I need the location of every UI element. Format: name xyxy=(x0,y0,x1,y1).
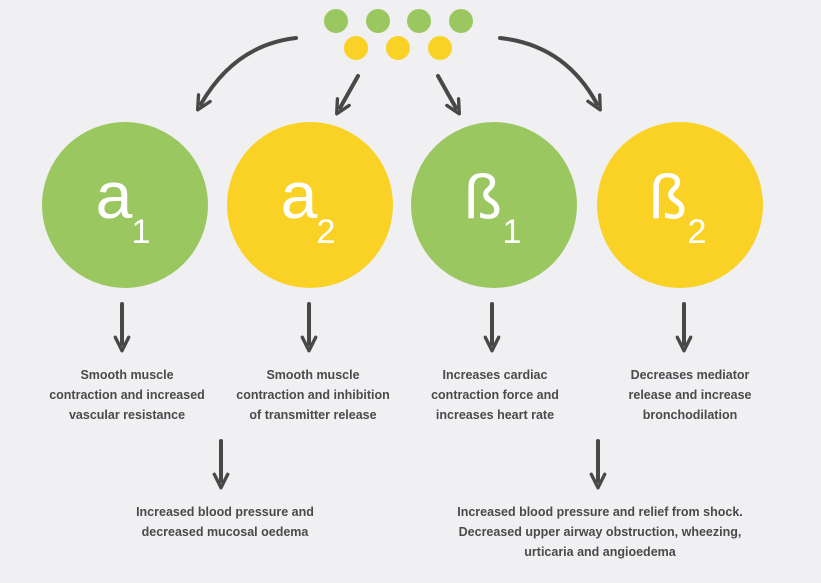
effect-text-a2: Smooth muscle contraction and inhibition… xyxy=(236,368,390,422)
receptor-a2-circle xyxy=(227,122,393,288)
ligand-dot-green xyxy=(407,9,431,33)
receptor-b2-letter: ß xyxy=(649,163,687,232)
outcome-text-alpha: Increased blood pressure and decreased m… xyxy=(136,505,314,539)
ligand-dot-yellow xyxy=(428,36,452,60)
effect-arrows xyxy=(113,302,693,490)
receptor-a1-letter: a xyxy=(96,158,133,232)
receptor-a2-subscript: 2 xyxy=(317,213,336,251)
receptor-a1-subscript: 1 xyxy=(132,213,151,251)
ligand-dots xyxy=(324,9,473,60)
ligand-dot-yellow xyxy=(344,36,368,60)
arrow-to-b2 xyxy=(498,36,602,112)
receptor-b1-circle xyxy=(411,122,577,288)
receptor-b1-subscript: 1 xyxy=(503,213,522,251)
outcome-text-beta: Increased blood pressure and relief from… xyxy=(457,505,743,559)
receptor-b2-circle xyxy=(597,122,763,288)
receptor-b2-subscript: 2 xyxy=(688,213,707,251)
receptor-b2: ß 2 xyxy=(597,122,763,288)
receptor-b1-letter: ß xyxy=(464,163,502,232)
effect-text-b2: Decreases mediator release and increase … xyxy=(628,368,752,422)
receptor-a1: a 1 xyxy=(42,122,208,288)
effect-text-a1: Smooth muscle contraction and increased … xyxy=(49,368,205,422)
ligand-dot-yellow xyxy=(386,36,410,60)
arrow-to-b1 xyxy=(436,74,461,116)
ligand-dot-green xyxy=(449,9,473,33)
ligand-dot-green xyxy=(366,9,390,33)
ligand-dot-green xyxy=(324,9,348,33)
arrow-to-a2 xyxy=(335,74,360,116)
top-arrows xyxy=(195,36,602,116)
receptor-b1: ß 1 xyxy=(411,122,577,288)
effect-text-b1: Increases cardiac contraction force and … xyxy=(431,368,559,422)
receptor-a2: a 2 xyxy=(227,122,393,288)
receptor-a1-circle xyxy=(42,122,208,288)
receptor-a2-letter: a xyxy=(281,158,318,232)
arrow-to-a1 xyxy=(195,36,298,112)
